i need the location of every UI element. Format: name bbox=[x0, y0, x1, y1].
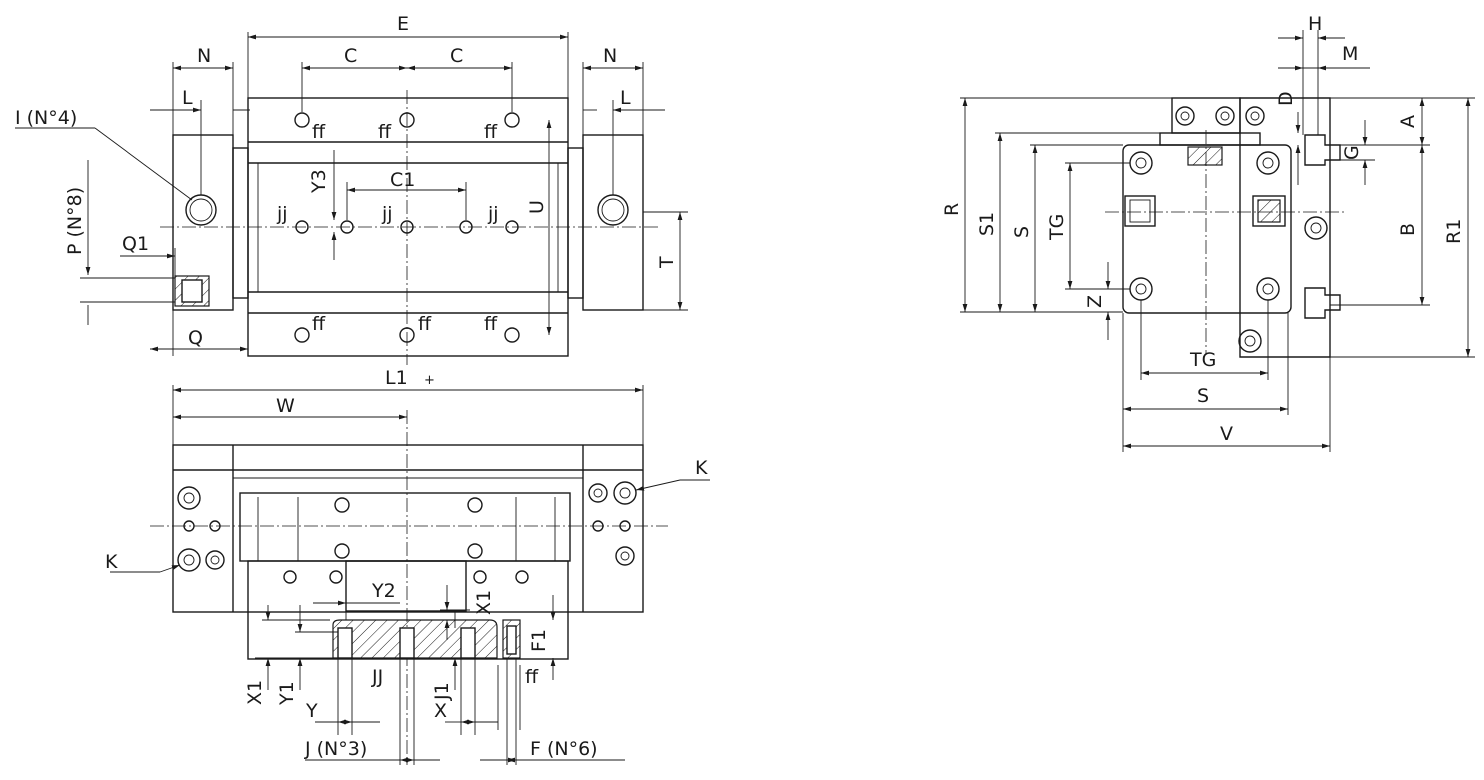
hole-ff bbox=[504, 112, 520, 128]
carriage-side bbox=[1122, 144, 1292, 314]
front-view bbox=[110, 385, 710, 765]
label-c1: C1 bbox=[390, 169, 415, 191]
section-hatch bbox=[332, 619, 498, 659]
hole-k bbox=[177, 548, 201, 572]
label-l-left: L bbox=[182, 87, 193, 109]
label-ff-5: ff bbox=[418, 313, 432, 335]
label-a: A bbox=[1397, 115, 1419, 128]
label-h: H bbox=[1308, 13, 1322, 35]
label-i: I (N°4) bbox=[15, 107, 77, 129]
hole-ff bbox=[399, 327, 415, 343]
top-view bbox=[15, 32, 688, 365]
label-plus: + bbox=[424, 373, 435, 388]
hole-jj bbox=[400, 220, 414, 234]
label-w: W bbox=[276, 395, 295, 417]
hole-i bbox=[597, 194, 629, 226]
carriage-front bbox=[239, 492, 571, 562]
label-e: E bbox=[397, 13, 409, 35]
label-jj-2: jj bbox=[381, 203, 393, 225]
hole-j bbox=[460, 627, 476, 659]
hole-jj bbox=[399, 627, 415, 659]
label-c-left: C bbox=[344, 45, 357, 67]
label-k-right: K bbox=[695, 457, 708, 479]
hole-jj bbox=[295, 220, 309, 234]
label-y2: Y2 bbox=[371, 580, 396, 602]
hole-ff bbox=[294, 112, 310, 128]
label-r: R bbox=[941, 203, 963, 216]
hole-k bbox=[177, 486, 201, 510]
label-x1-left: X1 bbox=[244, 680, 266, 705]
hole-ff bbox=[294, 327, 310, 343]
label-jj-3: jj bbox=[487, 203, 499, 225]
label-c-right: C bbox=[450, 45, 463, 67]
label-n-right: N bbox=[603, 45, 617, 67]
label-q1: Q1 bbox=[122, 233, 149, 255]
hole-i bbox=[185, 194, 217, 226]
rail-profile bbox=[172, 444, 644, 613]
label-t: T bbox=[656, 256, 678, 269]
label-k-left: K bbox=[105, 551, 118, 573]
side-view bbox=[960, 30, 1475, 452]
label-q: Q bbox=[188, 327, 203, 349]
hole-ff bbox=[504, 327, 520, 343]
label-s-left: S bbox=[1011, 226, 1033, 238]
left-end-flange bbox=[232, 147, 249, 299]
label-f1: F1 bbox=[528, 629, 550, 652]
label-ff-front: ff bbox=[525, 666, 539, 688]
label-r1: R1 bbox=[1443, 219, 1465, 244]
label-jj-1: jj bbox=[276, 203, 288, 225]
label-f: F (N°6) bbox=[530, 738, 598, 760]
label-x1-right: X1 bbox=[473, 590, 495, 615]
hole-jj bbox=[505, 220, 519, 234]
label-l-right: L bbox=[620, 87, 631, 109]
label-s1: S1 bbox=[976, 212, 998, 236]
label-jj-front: JJ bbox=[371, 666, 383, 688]
label-j1: J1 bbox=[431, 682, 453, 701]
label-y1: Y1 bbox=[276, 681, 298, 706]
hole-jj bbox=[459, 220, 473, 234]
label-y: Y bbox=[305, 700, 318, 722]
label-z: Z bbox=[1084, 295, 1106, 308]
label-l1: L1 bbox=[385, 367, 408, 389]
label-ff-2: ff bbox=[378, 121, 392, 143]
label-tg-left: TG bbox=[1046, 214, 1068, 241]
label-d: D bbox=[1275, 91, 1297, 106]
hole-jj bbox=[340, 220, 354, 234]
right-end-flange bbox=[567, 147, 584, 299]
label-y3: Y3 bbox=[308, 169, 330, 194]
label-b: B bbox=[1397, 223, 1419, 236]
label-n-left: N bbox=[197, 45, 211, 67]
label-g: G bbox=[1341, 145, 1363, 160]
label-ff-4: ff bbox=[312, 313, 326, 335]
label-ff-3: ff bbox=[484, 121, 498, 143]
label-j: J (N°3) bbox=[304, 738, 367, 760]
dimension-labels: E N N C C L L I (N°4) P (N°8) Q1 Q Y3 C1… bbox=[15, 13, 1465, 760]
label-s-bottom: S bbox=[1197, 385, 1209, 407]
label-m: M bbox=[1342, 43, 1358, 65]
label-u: U bbox=[526, 200, 548, 214]
label-p: P (N°8) bbox=[64, 187, 86, 255]
label-tg-bottom: TG bbox=[1189, 349, 1216, 371]
hole-k bbox=[613, 481, 637, 505]
label-x: X bbox=[434, 700, 447, 722]
label-ff-1: ff bbox=[312, 121, 326, 143]
label-v: V bbox=[1220, 423, 1233, 445]
hole-j bbox=[337, 627, 353, 659]
hole-ff bbox=[399, 112, 415, 128]
label-ff-6: ff bbox=[484, 313, 498, 335]
